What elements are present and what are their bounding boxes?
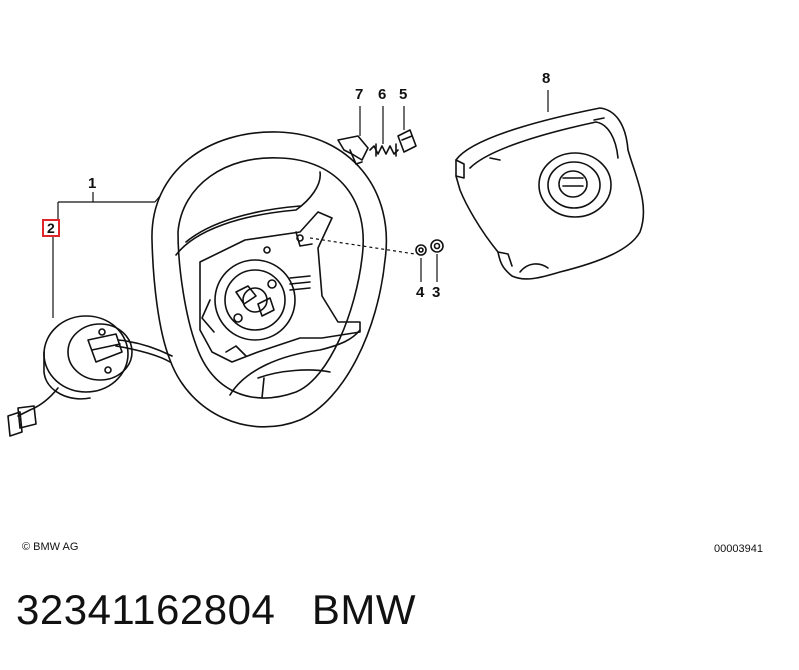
leader-lines — [52, 90, 549, 318]
spring-part-6 — [369, 143, 399, 157]
airbag-module — [455, 107, 645, 280]
part-number: 32341162804 — [16, 586, 276, 633]
callout-4[interactable]: 4 — [416, 284, 425, 301]
brand-name: BMW — [311, 586, 416, 633]
steering-wheel-hub — [199, 211, 361, 363]
slip-ring — [7, 315, 173, 437]
callout-8[interactable]: 8 — [542, 70, 551, 87]
callout-6[interactable]: 6 — [378, 86, 387, 103]
callout-5[interactable]: 5 — [399, 86, 408, 103]
copyright-notice: © BMW AG — [22, 541, 79, 553]
clip-part-5 — [397, 129, 417, 153]
nut-part-3 — [430, 239, 444, 253]
drawing-number: 00003941 — [714, 543, 763, 555]
callout-7[interactable]: 7 — [355, 86, 364, 103]
bracket-part-7 — [337, 135, 369, 165]
footer-caption: 32341162804 BMW — [16, 586, 416, 634]
nut-part-4 — [415, 244, 427, 256]
steering-wheel-rim — [151, 131, 388, 428]
callout-1[interactable]: 1 — [88, 175, 97, 192]
callout-2[interactable]: 2 — [42, 219, 60, 237]
callout-3[interactable]: 3 — [432, 284, 441, 301]
exploded-parts-diagram — [7, 90, 645, 437]
